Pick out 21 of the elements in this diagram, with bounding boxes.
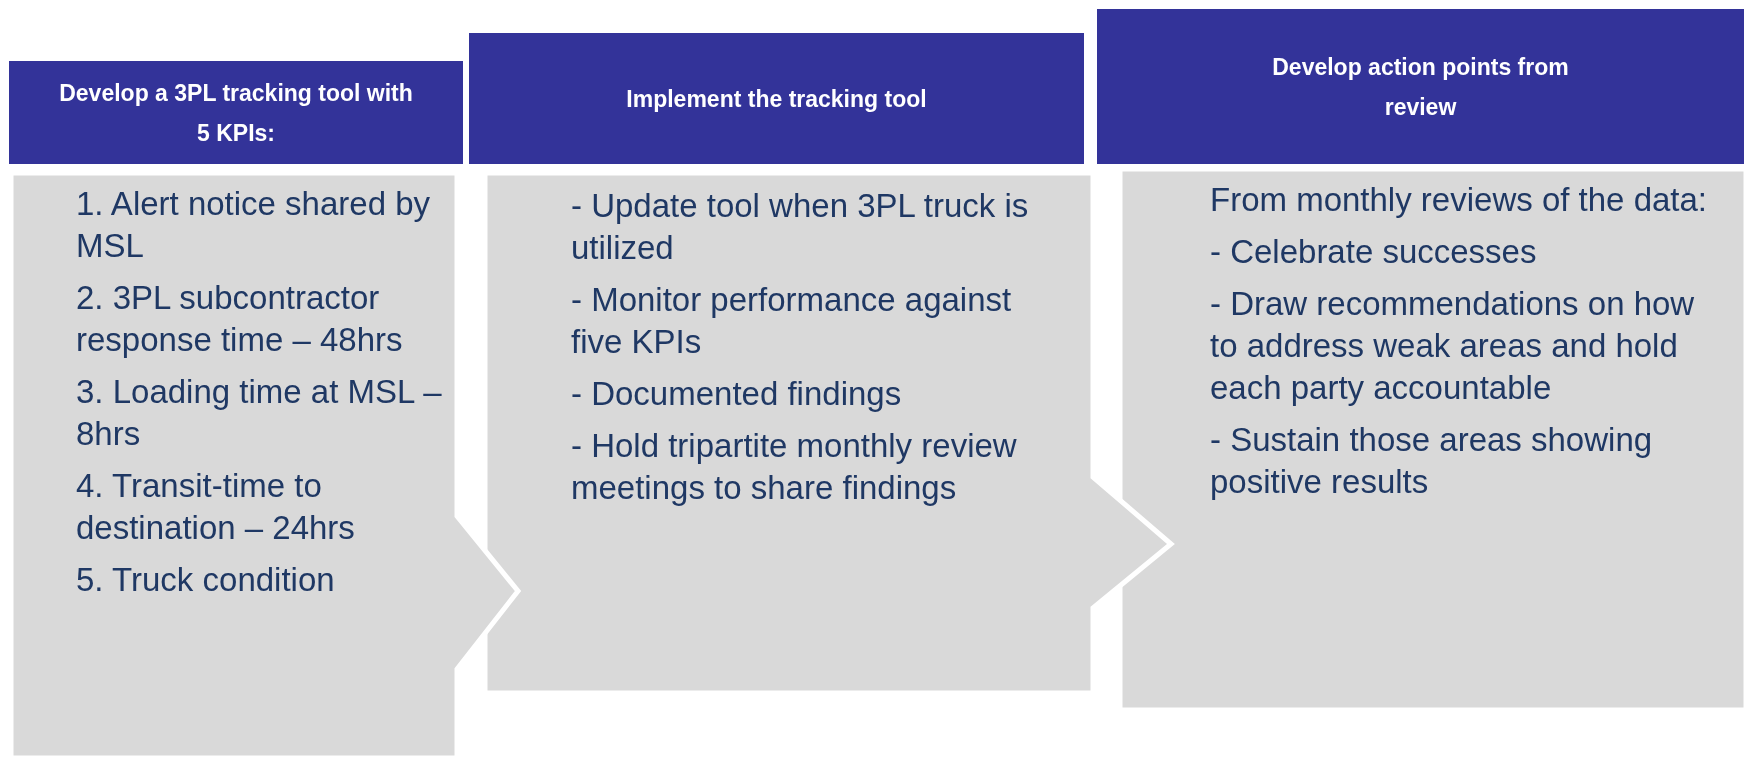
list-item: 4. Transit-time to destination – 24hrs xyxy=(76,466,356,548)
list-item: 1. Alert notice shared by MSL xyxy=(76,184,432,266)
list-item: 3. Loading time at MSL – 8hrs xyxy=(76,372,443,454)
header-text: Develop a 3PL tracking tool with 5 KPIs: xyxy=(58,78,414,148)
chevron-panel xyxy=(1120,169,1746,710)
list-item: 5. Truck condition xyxy=(76,560,336,600)
list-item: - Documented findings xyxy=(571,374,903,414)
header-text: Implement the tracking tool xyxy=(626,84,927,114)
list-item: - Draw recommendations on how to address weak areas and hold each party accountable xyxy=(1210,284,1696,408)
list-item: 2. 3PL subcontractor response time – 48hrs xyxy=(76,278,404,360)
list-item: - Celebrate successes xyxy=(1210,232,1538,272)
header-bar xyxy=(1097,9,1744,164)
header-text: Develop action points from review xyxy=(1271,52,1570,122)
list-item: - Hold tripartite monthly review meetings to share findings xyxy=(571,426,1018,508)
list-item: - Monitor performance against five KPIs xyxy=(571,280,1013,362)
header-bar xyxy=(9,61,463,164)
list-item: - Update tool when 3PL truck is utilized xyxy=(571,186,1030,268)
header-bar xyxy=(469,33,1084,164)
list-item: - Sustain those areas showing positive results xyxy=(1210,420,1654,502)
chevron-panel xyxy=(11,173,518,758)
list-item: From monthly reviews of the data: xyxy=(1210,180,1709,220)
